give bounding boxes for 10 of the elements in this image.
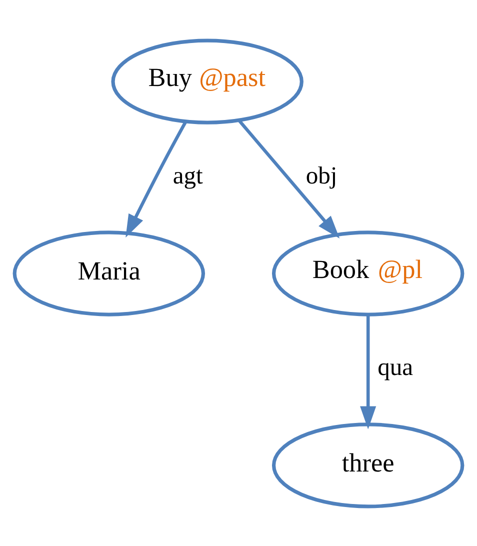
edge-label: qua — [378, 354, 414, 381]
edge-label: agt — [172, 162, 203, 189]
node-ellipse: three — [272, 422, 464, 508]
arrow — [126, 121, 187, 238]
node-ellipse: Buy @past — [111, 38, 304, 124]
node-ellipse: Maria — [12, 230, 206, 316]
arrow — [238, 118, 340, 238]
arrow — [360, 314, 376, 429]
node-ellipse: Book @pl — [272, 230, 464, 316]
edge-label: obj — [306, 162, 338, 189]
